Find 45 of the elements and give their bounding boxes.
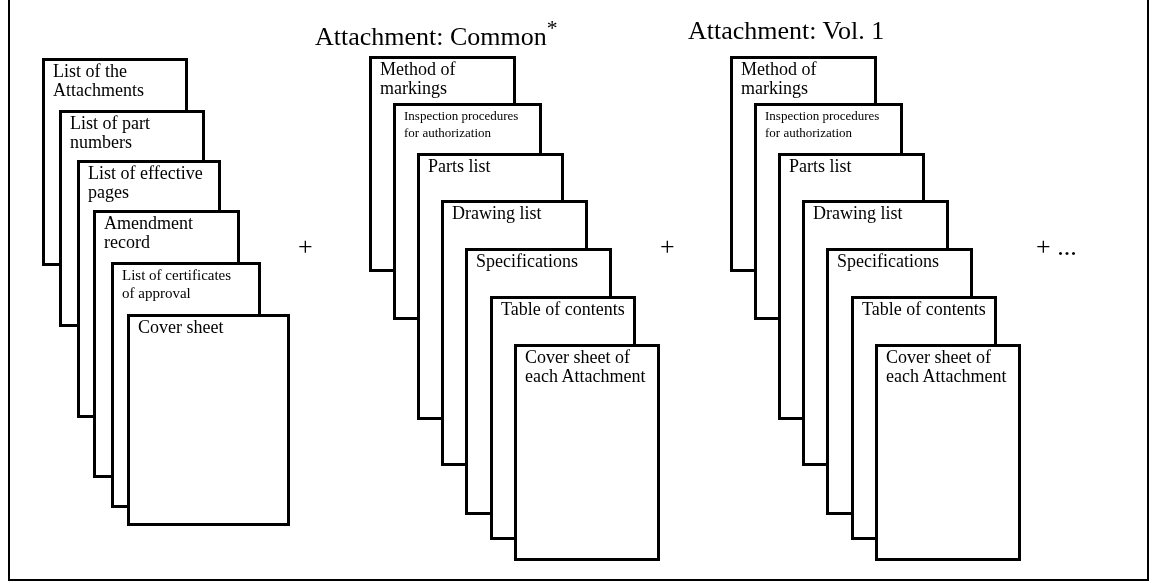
document-page: [93, 210, 240, 262]
section-heading: Attachment: Common$^{*}$: [315, 16, 558, 52]
page-title: List of certificates of approval: [121, 266, 233, 302]
page-title: Drawing list: [812, 203, 904, 223]
page-title: Parts list: [788, 156, 853, 176]
document-page: [111, 262, 261, 314]
page-title: Method of markings: [379, 59, 457, 98]
document-page: [778, 153, 925, 200]
page-title: Method of markings: [740, 59, 818, 98]
document-page: [826, 248, 973, 296]
page-title: Amendment record: [103, 213, 194, 252]
document-page: [77, 160, 221, 210]
document-page: [802, 200, 949, 248]
page-title: Table of contents: [861, 299, 987, 319]
page-title: Specifications: [836, 251, 940, 271]
page-title: Table of contents: [500, 299, 626, 319]
plus-sign: +: [298, 232, 313, 262]
document-page: [730, 56, 877, 103]
page-title: List of the Attachments: [52, 61, 145, 100]
page-title: List of part numbers: [69, 113, 151, 152]
document-page: [42, 58, 188, 110]
page-title: Inspection procedures for authorization: [764, 107, 881, 141]
document-page: [851, 296, 997, 344]
document-page: [59, 110, 205, 160]
document-page: [441, 200, 588, 248]
plus-sign: + ...: [1036, 232, 1077, 262]
page-title: Cover sheet of each Attachment: [885, 347, 1008, 386]
plus-sign: +: [660, 232, 675, 262]
page-title: Cover sheet: [137, 317, 225, 337]
document-page: [369, 56, 516, 103]
section-heading: Attachment: Vol. 1: [688, 16, 885, 46]
page-title: Specifications: [475, 251, 579, 271]
document-page: [490, 296, 636, 344]
document-page: [514, 344, 660, 561]
document-page: [127, 314, 290, 526]
page-title: List of effective pages: [87, 163, 204, 202]
document-page: [465, 248, 612, 296]
page-title: Parts list: [427, 156, 492, 176]
page-title: Inspection procedures for authorization: [403, 107, 520, 141]
page-title: Drawing list: [451, 203, 543, 223]
page-title: Cover sheet of each Attachment: [524, 347, 647, 386]
document-page: [417, 153, 564, 200]
document-page: [875, 344, 1021, 561]
document-page: [393, 103, 542, 153]
document-page: [754, 103, 903, 153]
